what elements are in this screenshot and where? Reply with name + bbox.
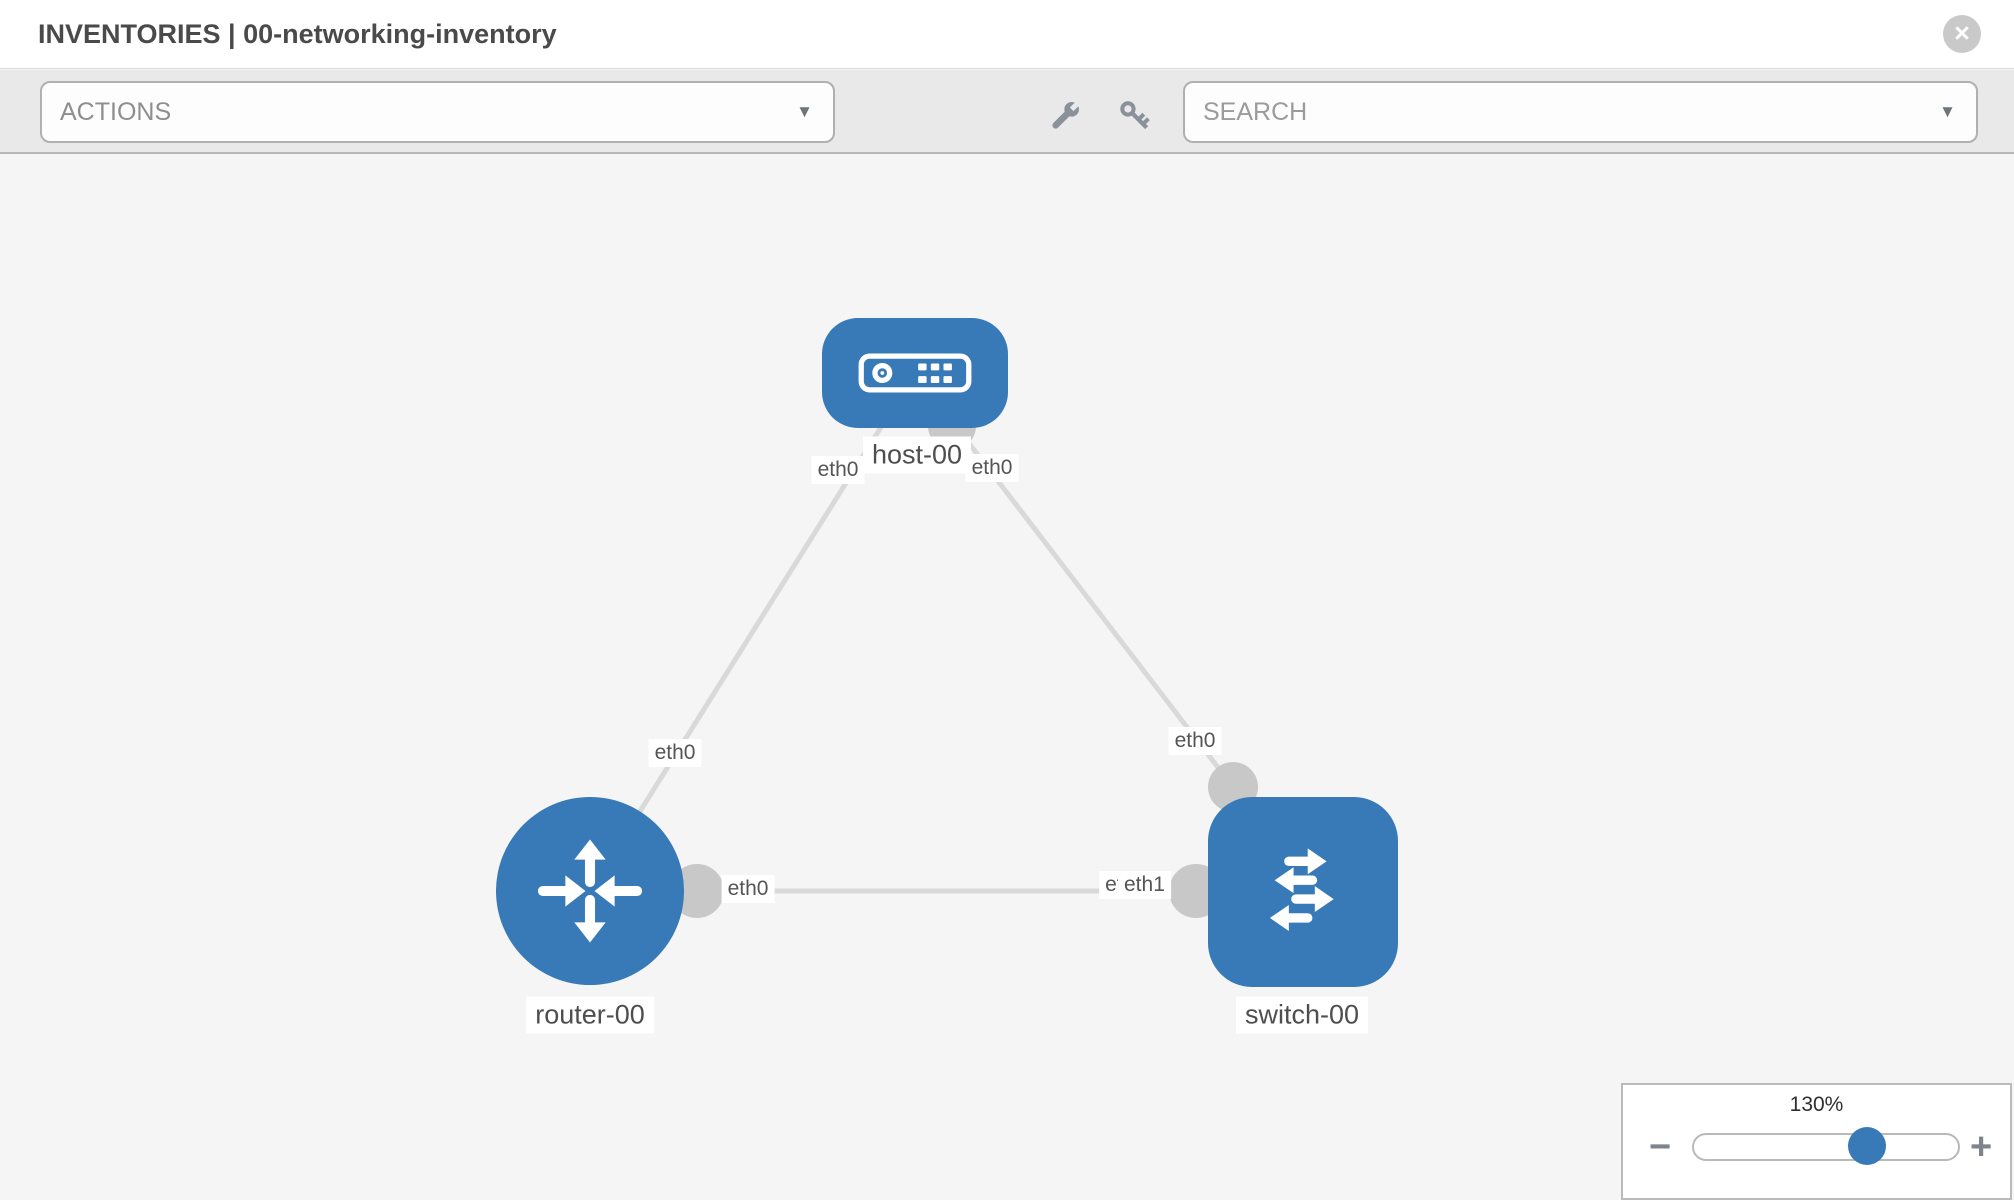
interface-label-switch-link-eth0: eth0 <box>1168 727 1222 755</box>
key-icon <box>1120 101 1150 130</box>
zoom-in-button[interactable]: + <box>1970 1126 1993 1168</box>
node-label-switch-00: switch-00 <box>1235 996 1369 1034</box>
actions-dropdown[interactable]: ACTIONS ▼ <box>40 81 835 143</box>
page-title: INVENTORIES | 00-networking-inventory <box>38 19 557 49</box>
node-switch-00[interactable] <box>1208 797 1398 987</box>
close-icon: × <box>1954 17 1970 48</box>
switch-icon <box>1269 848 1334 931</box>
credentials-key-button[interactable] <box>1113 94 1157 138</box>
router-icon <box>537 839 643 943</box>
port-router-right <box>670 864 724 918</box>
node-router-00[interactable] <box>496 797 684 985</box>
node-host-00[interactable] <box>822 318 1008 428</box>
interface-label-router-eth0: eth0 <box>721 875 775 903</box>
interface-label-switch-eth0-eth1: eth0 eth1 <box>1099 871 1171 899</box>
zoom-out-button[interactable]: − <box>1649 1126 1672 1168</box>
chevron-down-icon[interactable]: ▼ <box>1939 102 1956 121</box>
links-layer <box>587 371 1303 918</box>
interface-label-host-eth0-left: eth0 <box>811 456 865 484</box>
chevron-down-icon[interactable]: ▼ <box>796 102 813 121</box>
interface-label-eth1-front: eth1 <box>1118 871 1171 899</box>
zoom-level-value: 130% <box>1789 1093 1844 1116</box>
node-label-router-00: router-00 <box>526 996 654 1034</box>
interface-label-host-eth0-right: eth0 <box>965 454 1019 482</box>
actions-dropdown-label: ACTIONS <box>60 97 172 126</box>
search-dropdown[interactable]: ▼ <box>1183 81 1978 143</box>
toolbar: ACTIONS ▼ <box>0 70 2014 154</box>
search-input[interactable] <box>1203 97 1940 127</box>
close-button[interactable]: × <box>1943 15 1981 53</box>
wrench-icon <box>1052 100 1081 129</box>
header: INVENTORIES | 00-networking-inventory × <box>0 0 2014 69</box>
interface-label-router-link-eth0: eth0 <box>648 739 702 767</box>
node-label-host-00: host-00 <box>862 436 972 474</box>
configure-wrench-button[interactable] <box>1043 94 1087 138</box>
zoom-control-panel: 130% − + <box>1621 1083 2012 1200</box>
topology-canvas[interactable]: host-00 router-00 switch-00 eth0 eth0 et… <box>0 154 2014 1200</box>
zoom-slider-thumb[interactable] <box>1848 1127 1886 1165</box>
zoom-slider-track[interactable] <box>1692 1127 1960 1165</box>
host-icon <box>858 353 972 393</box>
